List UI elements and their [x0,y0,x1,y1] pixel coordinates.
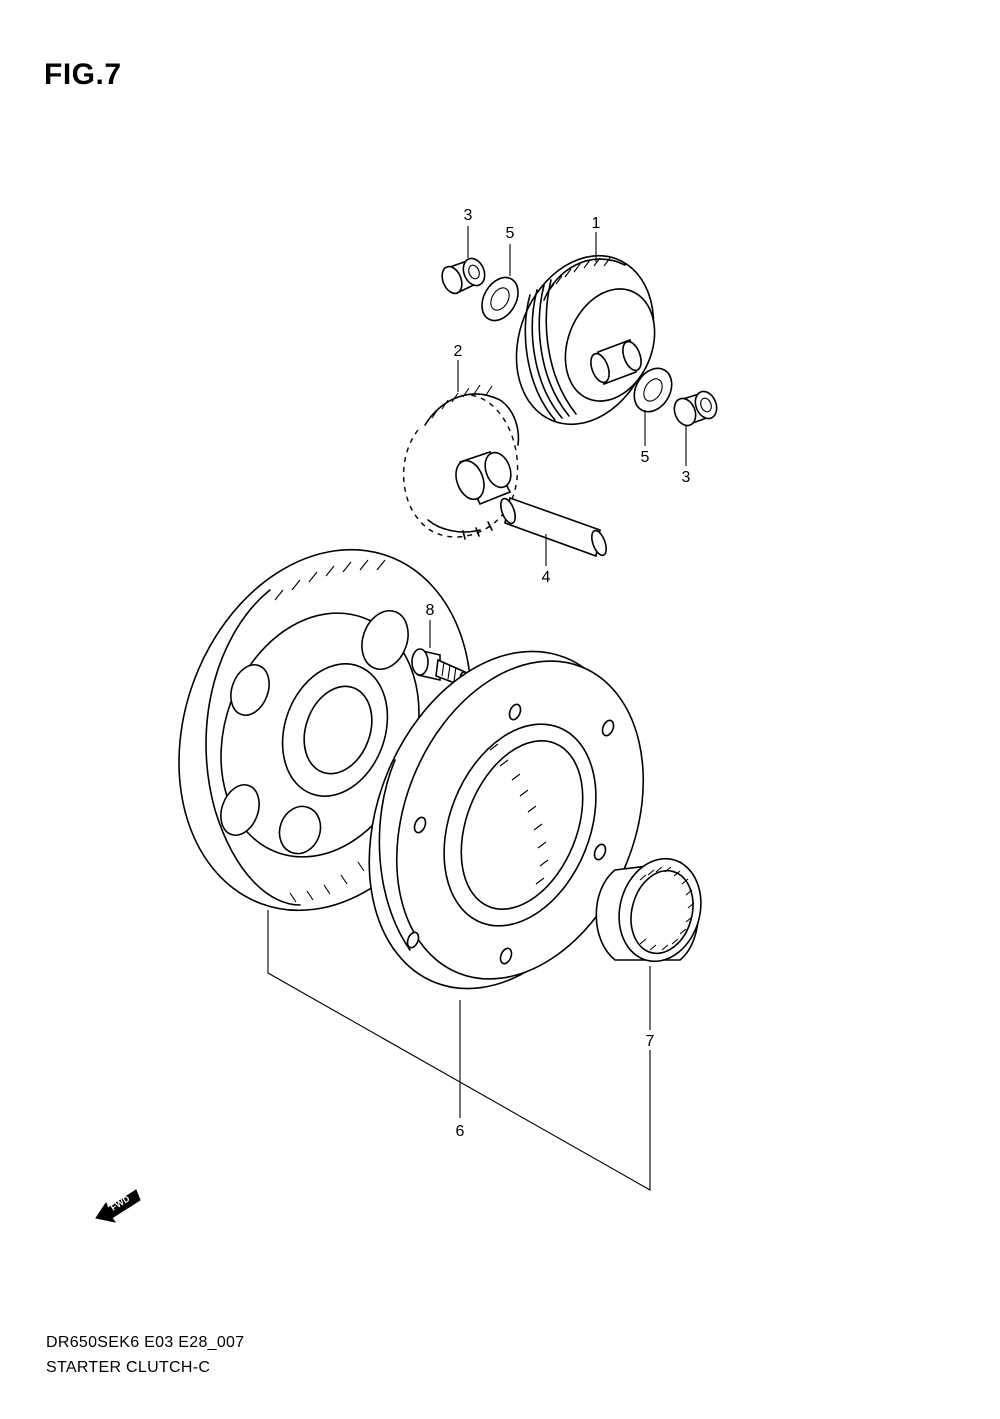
callout-3-lower: 3 [682,469,691,486]
callout-7: 7 [646,1033,655,1050]
part-5-upper-washer [481,276,519,322]
callout-6: 6 [456,1123,465,1140]
part-7-bearing [595,857,702,963]
part-2-idle-gear [402,384,520,540]
part-4-shaft [500,496,607,558]
callout-2: 2 [454,343,463,360]
part-3-upper-bushing [441,257,486,295]
model-code: DR650SEK6 E03 E28_007 [46,1334,245,1351]
callout-1: 1 [592,215,601,232]
callout-4: 4 [542,569,551,586]
section-name: STARTER CLUTCH-C [46,1359,211,1376]
part-1-idle-gear [515,254,656,426]
callout-3-upper: 3 [464,207,473,224]
leader-lines [267,226,687,1191]
fwd-arrow-icon: FWD [95,1189,141,1223]
part-5-lower-washer [633,367,673,413]
callout-8: 8 [426,602,435,619]
callout-labels: 3 5 1 2 5 3 4 8 6 7 [426,207,691,1140]
callout-5-upper: 5 [506,225,515,242]
part-6-one-way-clutch [368,650,645,990]
callout-5-lower: 5 [641,449,650,466]
part-3-lower-bushing [673,390,718,427]
figure-title: FIG.7 [44,58,122,91]
